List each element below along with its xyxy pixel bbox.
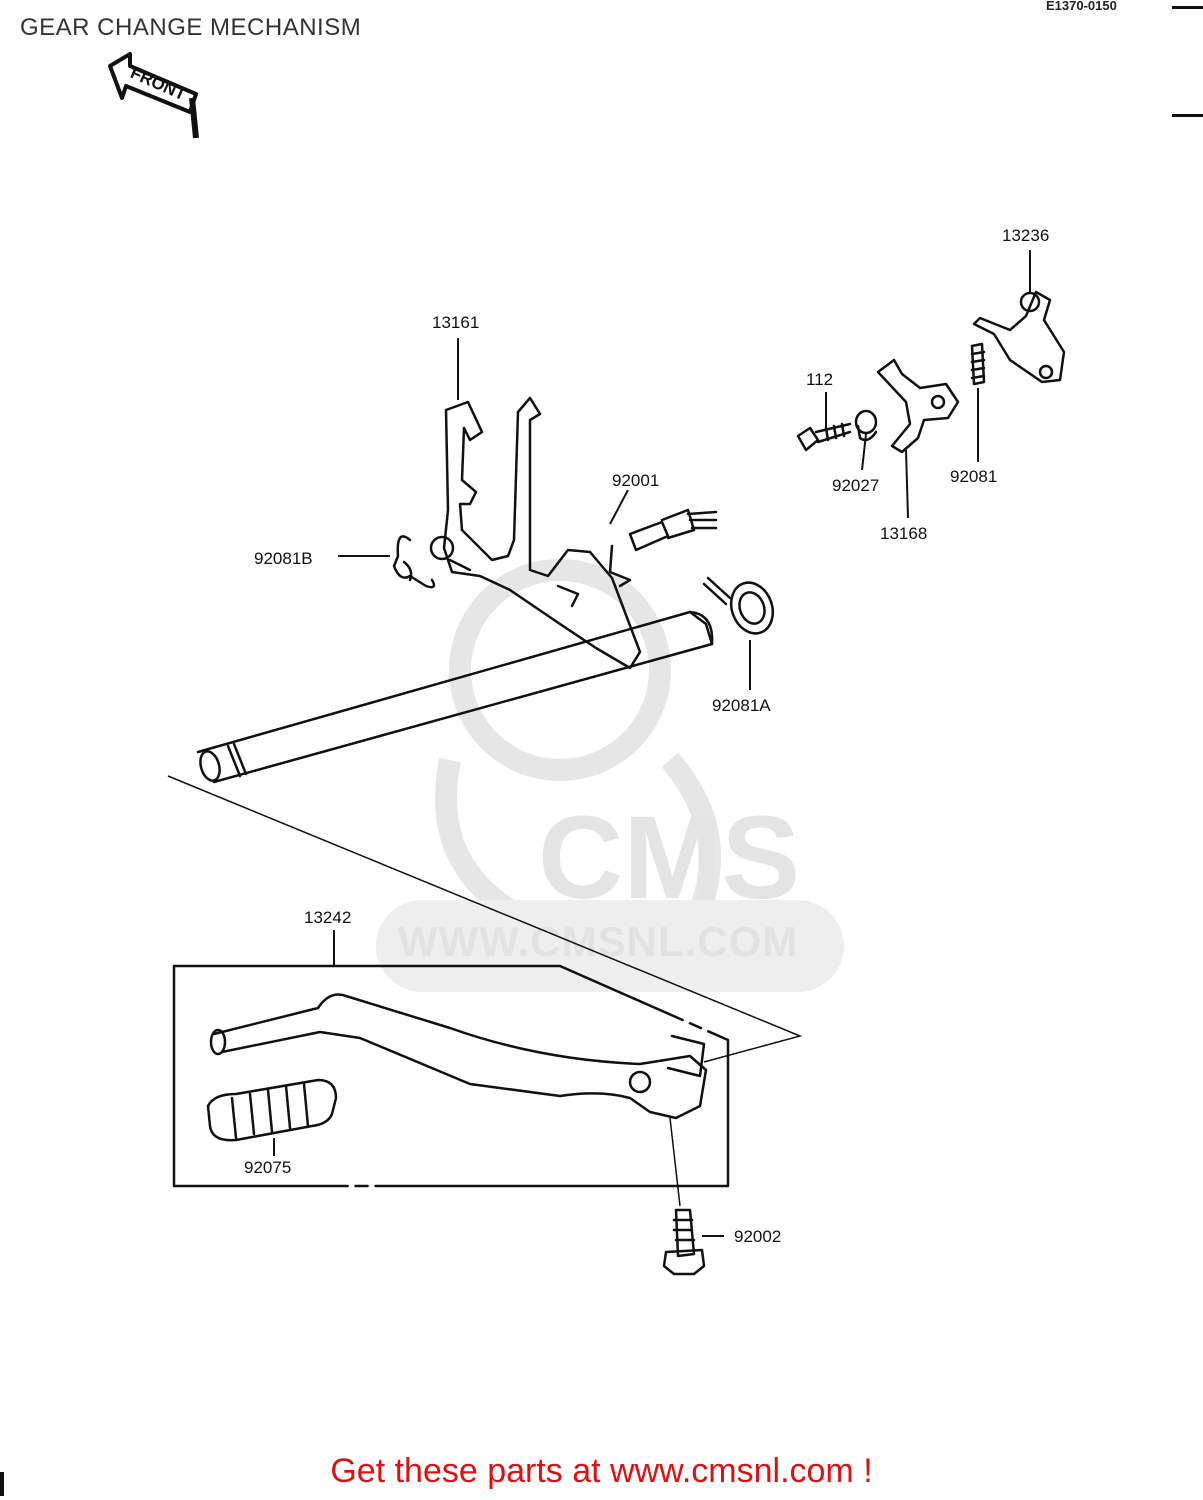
label-92081: 92081: [950, 467, 997, 486]
pin-92001: [608, 508, 718, 588]
watermark-logo: [376, 559, 844, 992]
bolt-92002: [662, 1208, 706, 1276]
page-title: GEAR CHANGE MECHANISM: [20, 14, 362, 41]
label-92081A: 92081A: [712, 696, 771, 715]
shift-shaft: [196, 610, 714, 784]
leader-lines: [273, 250, 1031, 1237]
diagram-code: E1370-0150: [1046, 0, 1117, 13]
assembly-lines: [167, 775, 803, 1207]
spring-92081A: [702, 576, 775, 635]
edge-tick-right: [1172, 114, 1203, 117]
watermark-brand: CMS: [538, 792, 801, 924]
label-112: 112: [806, 370, 833, 389]
collar-92027: [854, 409, 878, 442]
pedal-rubber-92075: [206, 1078, 338, 1142]
label-92075: 92075: [244, 1158, 291, 1177]
label-92081B: 92081B: [254, 549, 313, 568]
label-13161: 13161: [432, 313, 479, 332]
lever-13236: [972, 290, 1066, 384]
label-92027: 92027: [832, 476, 879, 495]
label-92002: 92002: [734, 1227, 781, 1246]
edge-tick-left: [0, 1472, 4, 1496]
label-92001: 92001: [612, 471, 659, 490]
label-13236: 13236: [1002, 226, 1049, 245]
pedal-assembly-13242: [172, 964, 730, 1188]
edge-tick-top: [1172, 6, 1203, 9]
spring-92081B: [392, 535, 436, 589]
shift-arm-13161: [429, 396, 642, 670]
promo-link[interactable]: Get these parts at www.cmsnl.com !: [330, 1452, 873, 1490]
label-13168: 13168: [880, 524, 927, 543]
front-arrow-icon: FRONT: [108, 52, 199, 139]
label-13242: 13242: [304, 908, 351, 927]
bolt-112: [796, 422, 852, 452]
stopper-arm-13168: [876, 358, 960, 454]
spring-92081: [970, 342, 986, 386]
watermark-domain: WWW.CMSNL.COM: [398, 918, 799, 965]
